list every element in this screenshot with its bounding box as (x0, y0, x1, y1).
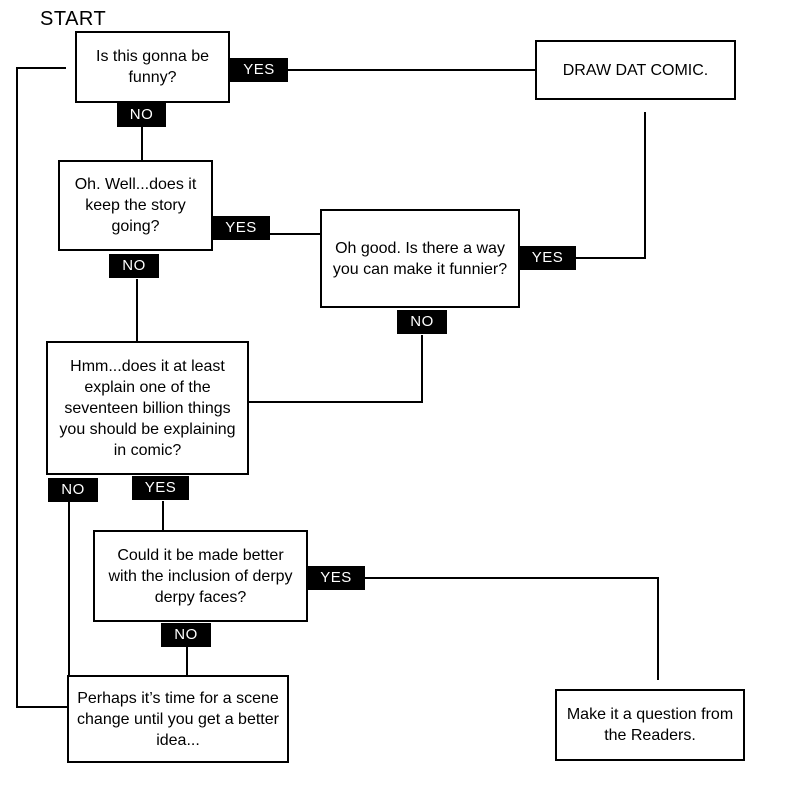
tag-explain-yes: YES (132, 476, 189, 500)
node-explain-something: Hmm...does it at least explain one of th… (46, 341, 249, 475)
node-keep-story-going: Oh. Well...does it keep the story going? (58, 160, 213, 251)
node-draw-comic-text: DRAW DAT COMIC. (562, 61, 709, 79)
node-make-funnier: Oh good. Is there a way you can make it … (320, 209, 520, 308)
node-is-it-funny-text: Is this gonna be funny? (96, 48, 209, 86)
node-scene-change: Perhaps it’s time for a scene change unt… (67, 675, 289, 763)
tag-funnier-no: NO (397, 310, 447, 334)
start-label: START (40, 8, 107, 30)
edge-funnier-no (248, 335, 423, 403)
node-draw-comic: DRAW DAT COMIC. (535, 40, 736, 100)
node-is-it-funny: Is this gonna be funny? (75, 31, 230, 103)
node-derpy-faces: Could it be made better with the inclusi… (93, 530, 308, 622)
node-make-funnier-text: Oh good. Is there a way you can make it … (332, 239, 508, 278)
tag-story-yes: YES (212, 216, 270, 240)
tag-story-no: NO (109, 254, 159, 278)
tag-explain-no: NO (48, 478, 98, 502)
edge-funnier-yes (576, 112, 646, 259)
tag-derpy-yes: YES (307, 566, 365, 590)
tag-funny-yes: YES (230, 58, 288, 82)
node-keep-story-going-text: Oh. Well...does it keep the story going? (74, 176, 197, 235)
tag-funnier-yes: YES (519, 246, 576, 270)
node-question-readers-text: Make it a question from the Readers. (566, 706, 734, 744)
tag-funny-no: NO (117, 103, 166, 127)
edge-loop-to-start (16, 67, 67, 708)
tag-derpy-no: NO (161, 623, 211, 647)
node-explain-something-text: Hmm...does it at least explain one of th… (59, 357, 236, 459)
node-question-readers: Make it a question from the Readers. (555, 689, 745, 761)
edge-derpy-yes (365, 577, 659, 680)
node-derpy-faces-text: Could it be made better with the inclusi… (108, 546, 293, 606)
node-scene-change-text: Perhaps it’s time for a scene change unt… (77, 689, 279, 749)
